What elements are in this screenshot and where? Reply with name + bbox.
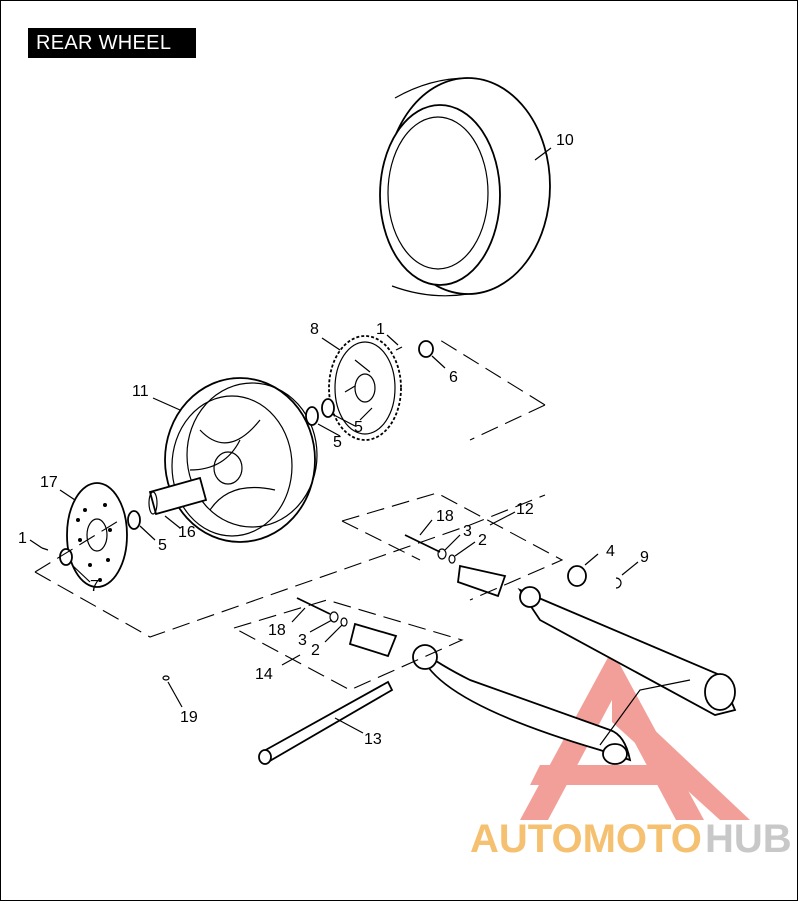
callout-18-upper: 18 — [436, 508, 454, 525]
axle-sleeve-part-16 — [148, 476, 208, 516]
brake-rotor-part-17 — [66, 482, 128, 588]
wheel-part-11 — [164, 377, 318, 543]
triangle-logo-icon — [520, 650, 750, 820]
callout-2-upper: 2 — [478, 532, 487, 549]
watermark-part2: HUB — [705, 817, 792, 861]
callout-4: 4 — [606, 543, 615, 560]
callout-1-lower: 1 — [18, 530, 27, 547]
callout-17: 17 — [40, 474, 58, 491]
adjuster-assembly-part-14 — [296, 597, 398, 658]
nut-part-4 — [567, 565, 587, 587]
clip-part-9 — [615, 577, 622, 589]
callout-3-lower: 3 — [298, 632, 307, 649]
callout-12: 12 — [516, 501, 534, 518]
callout-3-upper: 3 — [463, 523, 472, 540]
watermark-part1: AUTOMOTO — [470, 817, 702, 861]
callout-8: 8 — [310, 321, 319, 338]
dashed-outline-adjuster-14 — [232, 599, 464, 691]
callout-16: 16 — [178, 524, 196, 541]
callout-13: 13 — [364, 731, 382, 748]
fitting-part-19 — [162, 675, 170, 681]
swingarm — [412, 586, 737, 765]
spacer-part-7 — [59, 548, 73, 566]
title-banner: REAR WHEEL — [28, 28, 196, 58]
callout-11: 11 — [132, 383, 149, 400]
callout-9: 9 — [640, 549, 649, 566]
adjuster-assembly-part-12 — [404, 534, 507, 598]
callouts: 10 8 1 6 11 5 5 17 1 16 5 7 12 18 3 2 4 … — [18, 132, 649, 748]
callout-1-upper: 1 — [376, 321, 385, 338]
callout-18-lower: 18 — [268, 622, 286, 639]
callout-19: 19 — [180, 709, 198, 726]
leader-lines — [29, 147, 639, 734]
watermark-wordmark: AUTOMOTO HUB — [470, 817, 792, 861]
callout-5-right: 5 — [354, 419, 363, 436]
callout-5-lower: 5 — [158, 537, 167, 554]
bearings-part-5 — [127, 398, 335, 530]
dashed-outline-adjuster-12 — [341, 492, 564, 601]
callout-5-left: 5 — [333, 434, 342, 451]
callout-6: 6 — [449, 369, 458, 386]
callout-14: 14 — [255, 666, 273, 683]
callout-2-lower: 2 — [311, 642, 320, 659]
tire-part-10 — [379, 77, 551, 297]
callout-10: 10 — [556, 132, 574, 149]
spacer-part-6 — [418, 340, 434, 358]
pivot-shaft-part-13 — [258, 680, 394, 765]
callout-7: 7 — [90, 578, 99, 595]
screw-part-1 — [41, 346, 403, 551]
dashed-outline-rear-hub — [34, 339, 546, 638]
page-title: REAR WHEEL — [36, 32, 172, 54]
sprocket-part-8 — [328, 335, 402, 441]
